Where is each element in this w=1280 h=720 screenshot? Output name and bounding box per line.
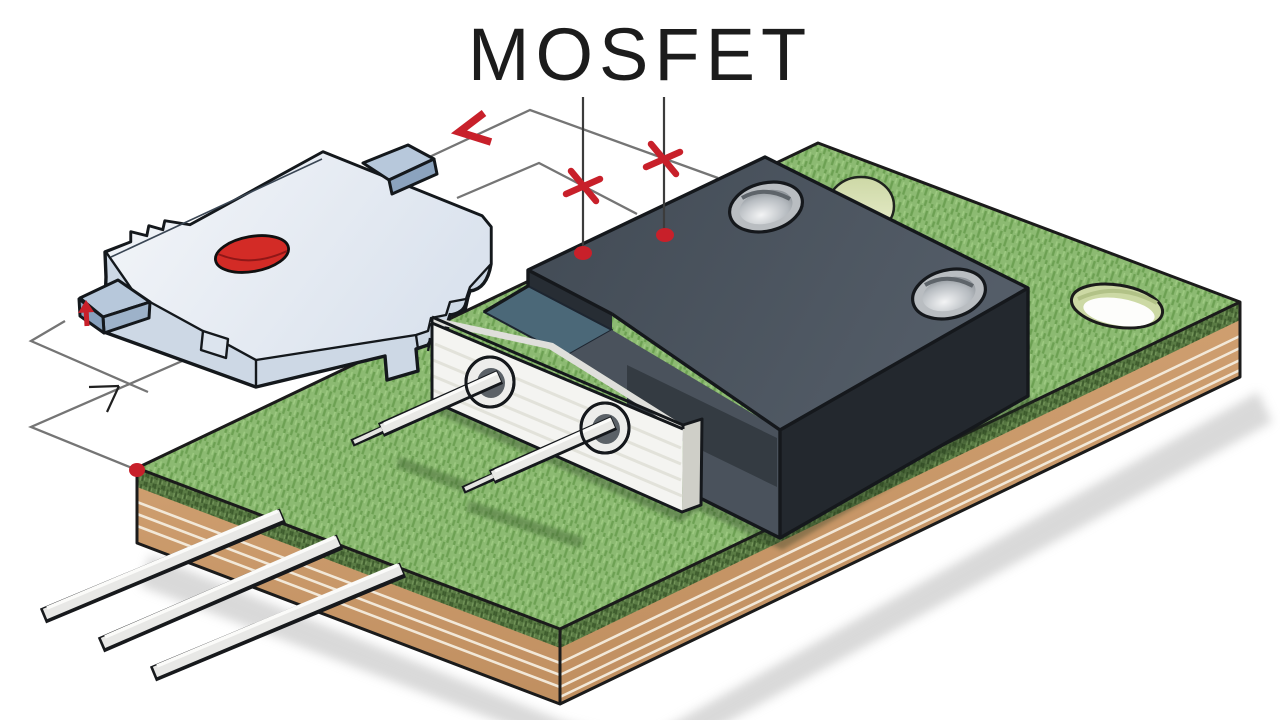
smd-red-dot bbox=[214, 234, 290, 274]
metal-tab-end-face bbox=[682, 419, 702, 512]
mosfet-mounting-hole bbox=[911, 267, 987, 321]
leader-left-lower bbox=[28, 339, 229, 472]
smd-tab-arrow bbox=[78, 300, 94, 327]
callout-overlay bbox=[129, 97, 684, 477]
red-dot-marker bbox=[574, 246, 592, 260]
mosfet-pin bbox=[350, 370, 504, 447]
smd-component bbox=[77, 143, 493, 389]
mosfet-recess-wall bbox=[528, 270, 612, 330]
pin-shadows bbox=[396, 456, 584, 549]
board-edge-strip-left bbox=[137, 468, 560, 648]
red-dot-marker bbox=[656, 228, 674, 242]
leader-left-upper bbox=[28, 320, 149, 394]
board-hole-right bbox=[1069, 282, 1165, 330]
page-title: MOSFET bbox=[467, 13, 813, 96]
mosfet-top-face bbox=[528, 157, 1028, 430]
mosfet-pin bbox=[461, 416, 618, 494]
dimension-lines bbox=[28, 108, 719, 472]
eyelet-rim bbox=[579, 401, 631, 455]
red-arrow-marker bbox=[450, 110, 493, 146]
through-hole-pins bbox=[39, 508, 407, 682]
leader-middle-path bbox=[456, 161, 638, 216]
sketch-arrow bbox=[88, 384, 120, 413]
eyelet-rim bbox=[464, 355, 516, 409]
board-side-right bbox=[560, 302, 1240, 704]
red-dot-marker bbox=[129, 463, 145, 477]
red-x-marker bbox=[642, 140, 684, 178]
through-hole-pin bbox=[97, 534, 344, 653]
mosfet-mounting-hole bbox=[728, 180, 804, 234]
red-x-marker bbox=[562, 167, 604, 205]
mosfet-front-right-face bbox=[780, 288, 1028, 538]
smd-rim-line bbox=[110, 158, 323, 258]
through-hole-pin bbox=[39, 508, 287, 624]
mosfet-outline bbox=[483, 155, 1030, 540]
through-hole-pin bbox=[149, 562, 407, 682]
package-base-shadow bbox=[430, 396, 1036, 550]
smd-notch-key bbox=[199, 329, 230, 360]
mosfet-front-left-face bbox=[553, 330, 780, 538]
leader-upper-path bbox=[424, 108, 719, 180]
mosfet-package bbox=[350, 155, 1030, 540]
smd-tab-right bbox=[361, 143, 439, 196]
